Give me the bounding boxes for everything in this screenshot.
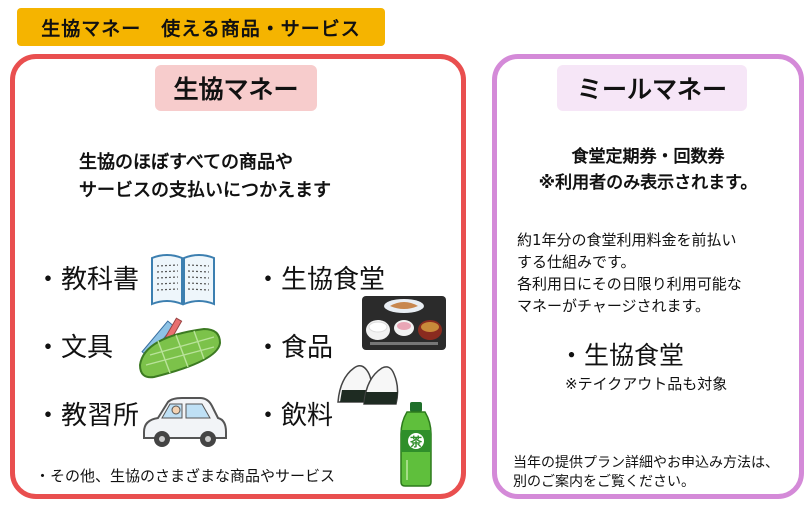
meal-tray-icon: [362, 296, 446, 350]
meal-money-body-1: 約1年分の食堂利用料金を前払い: [517, 231, 737, 249]
tea-bottle-label: 茶: [409, 434, 423, 449]
rice-ball-icon: [337, 365, 399, 405]
meal-money-body-4: マネーがチャージされます。: [517, 297, 711, 315]
meal-money-title: ミールマネー: [557, 65, 747, 111]
item-stationery: ・文具: [35, 333, 114, 363]
book-icon: [151, 254, 215, 306]
item-food: ・食品: [255, 333, 334, 363]
meal-money-body-2: する仕組みです。: [517, 253, 636, 271]
item-drinks: ・飲料: [255, 401, 334, 431]
meal-money-lead-1: 食堂定期券・回数券: [571, 147, 725, 167]
coop-money-lead-1: 生協のほぼすべての商品や: [79, 152, 294, 173]
coop-money-panel: 生協マネー 生協のほぼすべての商品や サービスの支払いにつかえます ・教科書 ・…: [10, 54, 466, 499]
pencil-case-icon: [138, 317, 222, 379]
meal-money-body-3: 各利用日にその日限り利用可能な: [517, 275, 742, 293]
car-icon: [143, 397, 227, 447]
coop-money-title: 生協マネー: [155, 65, 317, 111]
item-coop-cafeteria: ・生協食堂: [255, 265, 386, 295]
meal-money-footer-2: 別のご案内をご覧ください。: [513, 474, 695, 490]
meal-money-lead-2: ※利用者のみ表示されます。: [538, 173, 758, 193]
coop-money-footnote: ・その他、生協のさまざまな商品やサービス: [35, 467, 336, 485]
tea-bottle-icon: 茶: [400, 402, 432, 487]
meal-money-footer-1: 当年の提供プラン詳細やお申込み方法は、: [513, 455, 779, 471]
item-textbooks: ・教科書: [35, 265, 140, 295]
meal-money-panel: ミールマネー 食堂定期券・回数券 ※利用者のみ表示されます。 約1年分の食堂利用…: [492, 54, 804, 499]
coop-money-lead-2: サービスの支払いにつかえます: [79, 180, 331, 201]
item-driving-school: ・教習所: [35, 401, 140, 431]
meal-money-cafeteria: ・生協食堂: [559, 341, 685, 370]
meal-money-cafeteria-note: ※テイクアウト品も対象: [565, 375, 728, 393]
page-title: 生協マネー 使える商品・サービス: [17, 8, 385, 46]
